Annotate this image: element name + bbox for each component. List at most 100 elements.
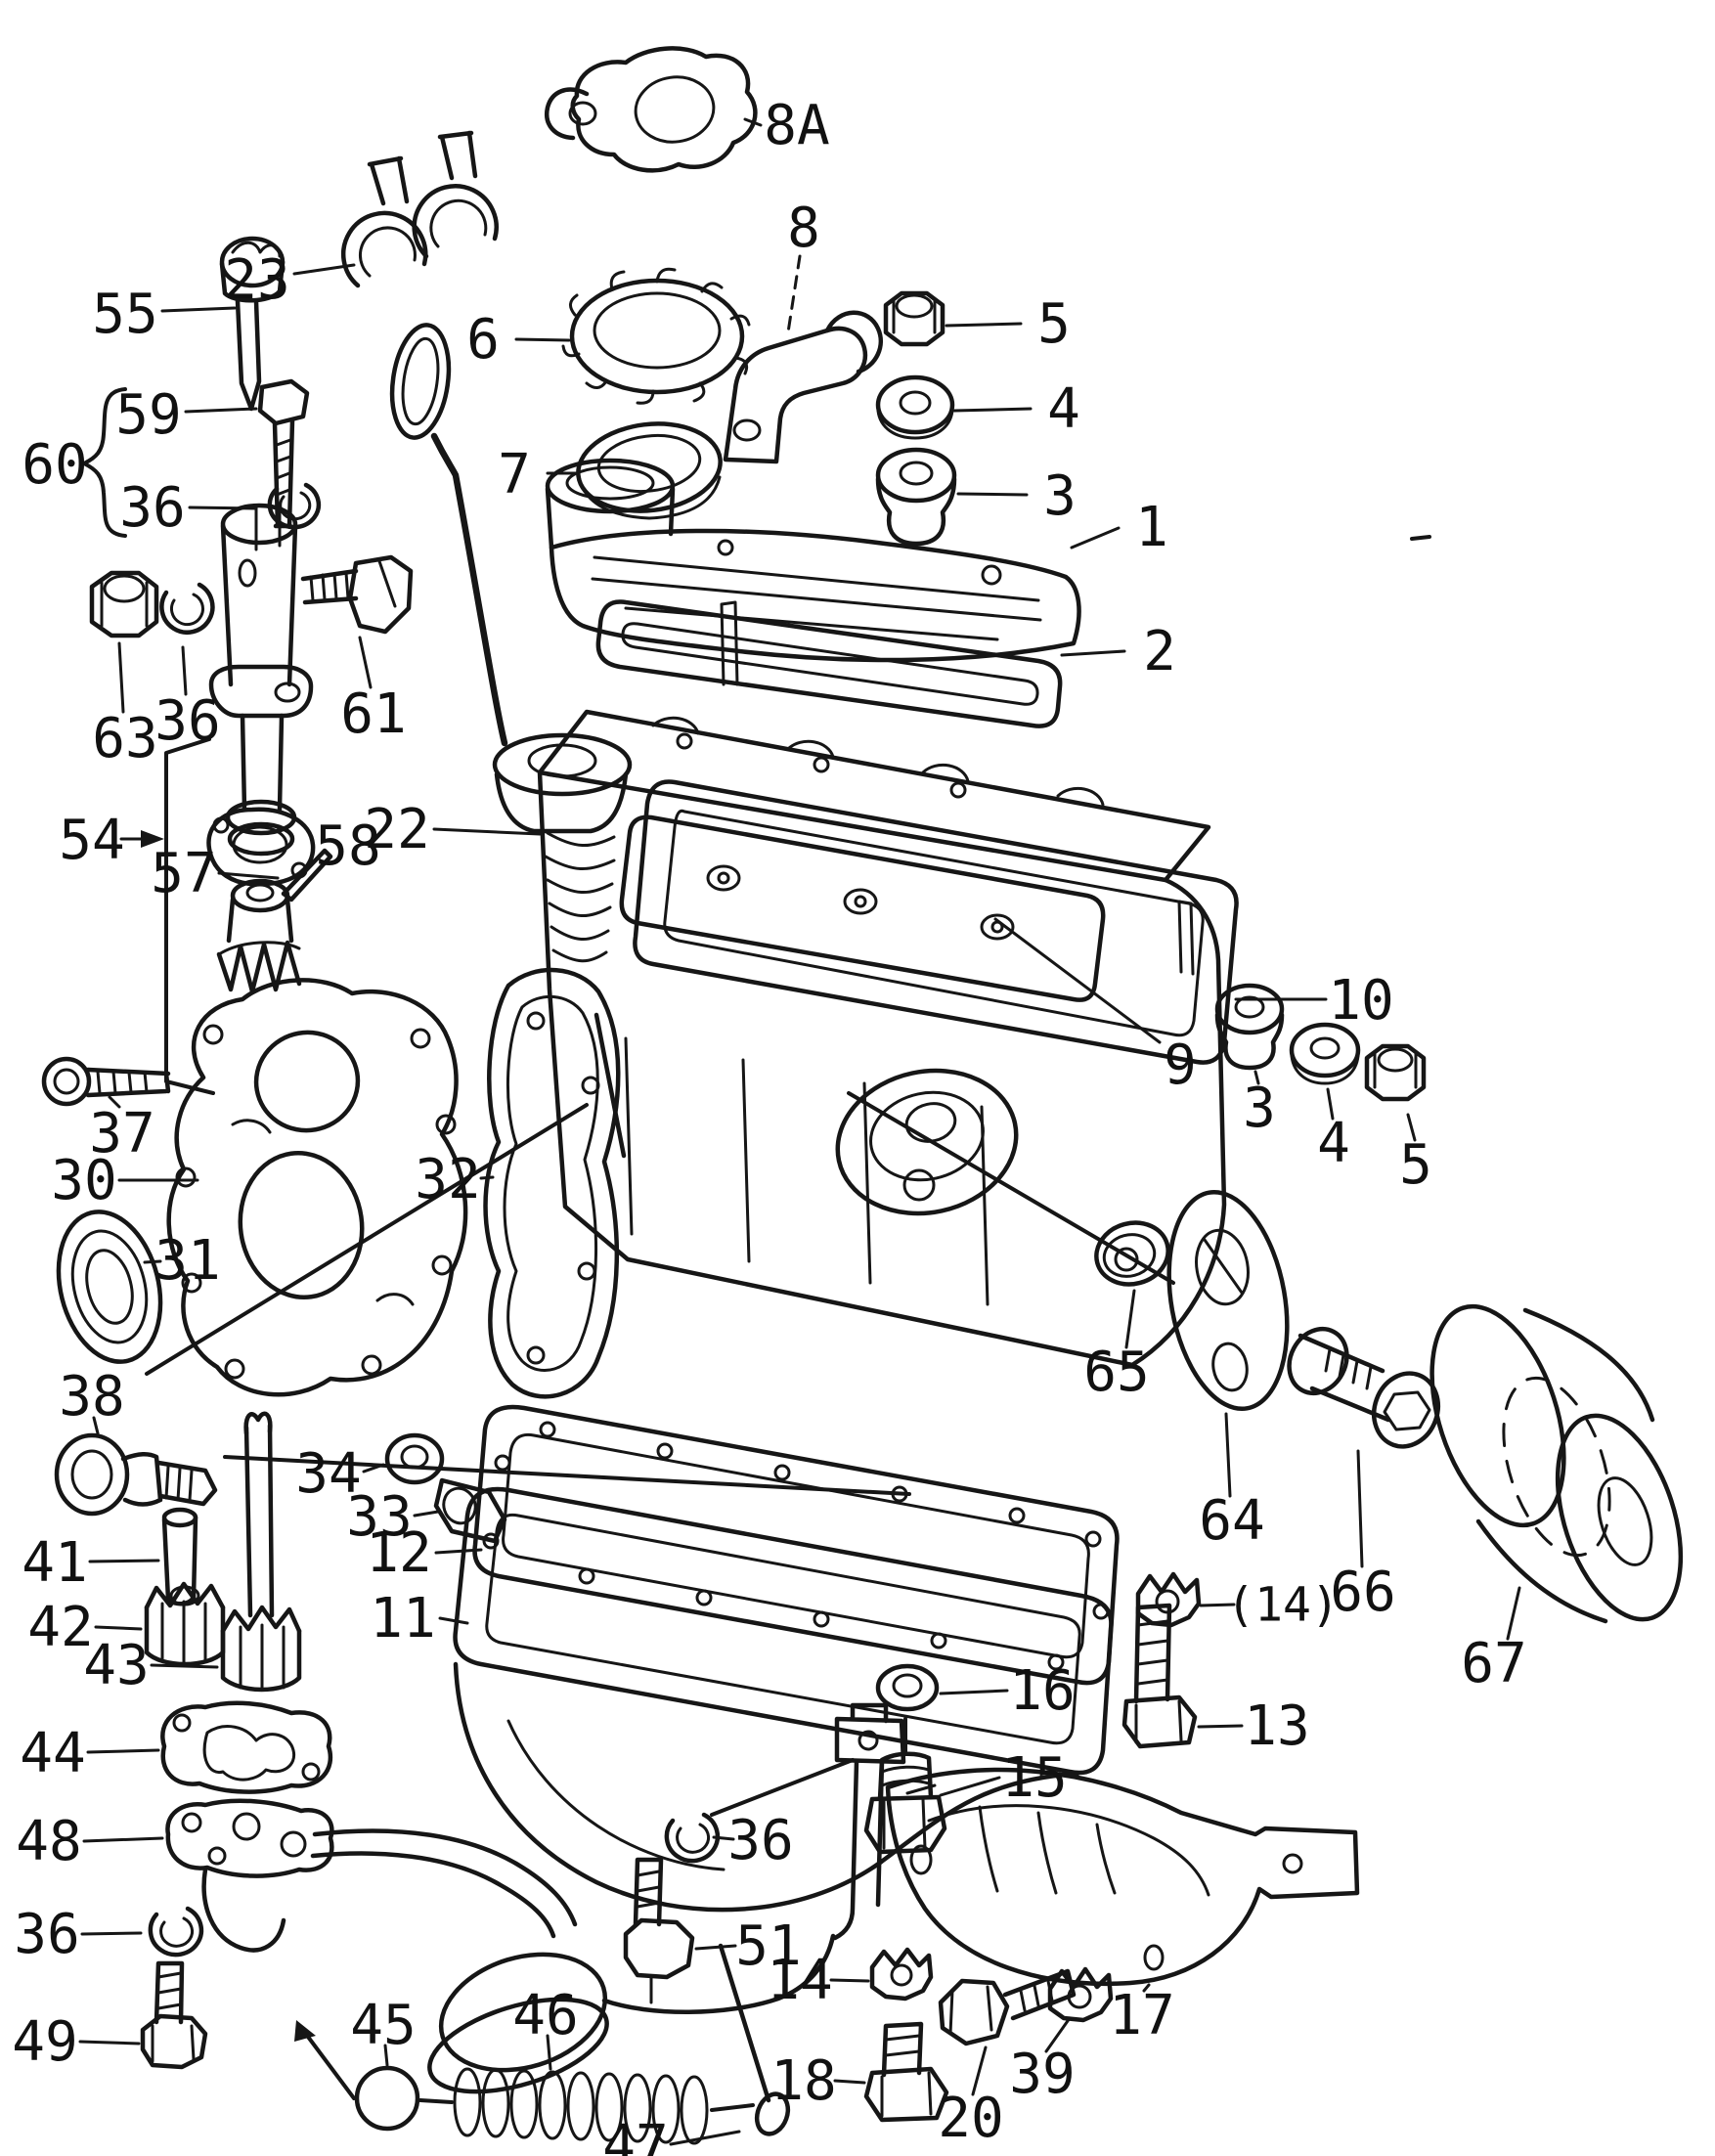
stray-mark (1410, 535, 1431, 541)
part-label-10[interactable]: 10 (1328, 969, 1393, 1033)
part-label-15[interactable]: 15 (1001, 1746, 1067, 1810)
part-label-42[interactable]: 42 (27, 1596, 93, 1659)
nut-5b (1364, 1043, 1427, 1102)
part-label-65[interactable]: 65 (1083, 1341, 1149, 1404)
part-label-63[interactable]: 63 (92, 707, 157, 770)
leader-line-8 (786, 254, 802, 334)
rail-gasket-10 (633, 779, 1239, 1065)
part-label-37[interactable]: 37 (89, 1102, 154, 1166)
part-label-17[interactable]: 17 (1109, 1984, 1174, 2047)
part-label-32[interactable]: 32 (415, 1148, 480, 1211)
part-label-36c[interactable]: 36 (14, 1903, 79, 1966)
part-label-13[interactable]: 13 (1244, 1694, 1309, 1758)
part-label-3b[interactable]: 3 (1243, 1077, 1276, 1140)
leader-line-44 (86, 1748, 160, 1754)
part-label-41[interactable]: 41 (22, 1531, 87, 1595)
part-label-3a[interactable]: 3 (1043, 464, 1077, 528)
part-label-5b[interactable]: 5 (1399, 1133, 1432, 1197)
leader-line-47 (669, 2130, 741, 2146)
part-label-11[interactable]: 11 (370, 1587, 435, 1650)
leader-line-17 (1142, 1983, 1151, 1993)
part-label-1[interactable]: 1 (1135, 496, 1168, 559)
leader-line-42 (94, 1625, 143, 1631)
parts-artwork (41, 46, 1684, 2145)
part-label-66[interactable]: 66 (1330, 1561, 1395, 1624)
leader-line-36d (712, 1835, 735, 1841)
part-label-2[interactable]: 2 (1143, 620, 1176, 683)
part-label-14p[interactable]: (14) (1226, 1577, 1340, 1632)
part-label-54[interactable]: 54 (59, 809, 124, 872)
socket-bolt-37 (41, 1056, 171, 1107)
part-label-33[interactable]: 33 (346, 1485, 412, 1549)
leader-line-45 (383, 2044, 389, 2067)
leader-line-22 (432, 827, 542, 836)
part-label-39[interactable]: 39 (1009, 2043, 1075, 2106)
leader-line-61 (358, 636, 373, 689)
part-label-23[interactable]: 23 (224, 248, 289, 312)
part-label-46[interactable]: 46 (512, 1984, 578, 2047)
part-label-47[interactable]: 47 (602, 2114, 668, 2156)
part-label-36a[interactable]: 36 (119, 476, 185, 540)
leader-line-4a (952, 407, 1033, 413)
leader-line-66 (1356, 1449, 1364, 1568)
leader-line-32 (479, 1175, 495, 1180)
washer-34 (384, 1432, 445, 1485)
part-label-38[interactable]: 38 (59, 1365, 124, 1429)
part-label-61[interactable]: 61 (340, 682, 406, 746)
part-label-8[interactable]: 8 (787, 197, 820, 260)
part-label-14[interactable]: 14 (767, 1949, 832, 2012)
part-label-51[interactable]: 51 (735, 1914, 801, 1978)
crank-seal-31 (56, 1210, 163, 1364)
leader-line-65 (1124, 1289, 1136, 1349)
part-label-20[interactable]: 20 (938, 2087, 1003, 2150)
part-label-44[interactable]: 44 (20, 1722, 85, 1785)
relief-ball-45 (354, 2065, 420, 2132)
part-label-36b[interactable]: 36 (154, 689, 220, 753)
leader-line-48 (82, 1836, 164, 1843)
leader-line-18 (833, 2079, 866, 2085)
part-label-45[interactable]: 45 (350, 1994, 416, 2057)
assembly-arrow-shaft (300, 2027, 356, 2100)
part-label-4a[interactable]: 4 (1047, 377, 1080, 441)
part-label-7[interactable]: 7 (498, 443, 531, 506)
part-label-30[interactable]: 30 (51, 1149, 116, 1212)
part-label-64[interactable]: 64 (1199, 1489, 1264, 1553)
part-label-49[interactable]: 49 (12, 2010, 77, 2074)
bolt-13 (1121, 1603, 1198, 1749)
leader-line-31 (143, 1259, 162, 1264)
oil-pan-11 (453, 1486, 1114, 1913)
part-label-60[interactable]: 60 (22, 433, 87, 497)
part-label-67[interactable]: 67 (1461, 1632, 1526, 1695)
leader-line-63 (117, 641, 125, 714)
part-label-48[interactable]: 48 (16, 1810, 81, 1873)
part-label-59[interactable]: 59 (115, 383, 181, 447)
part-label-55[interactable]: 55 (92, 283, 157, 346)
leader-line-23 (292, 263, 356, 276)
part-label-5a[interactable]: 5 (1037, 292, 1071, 356)
leader-line-33 (413, 1510, 440, 1518)
part-label-6[interactable]: 6 (466, 308, 500, 372)
part-label-8A[interactable]: 8A (764, 94, 829, 157)
arrowhead-54 (141, 830, 164, 848)
part-label-18[interactable]: 18 (770, 2049, 836, 2113)
part-label-22[interactable]: 22 (364, 798, 429, 861)
leader-line-13 (1197, 1724, 1244, 1729)
assoc-line-cover (145, 1103, 589, 1376)
spring-link-right (710, 2103, 755, 2112)
part-label-34[interactable]: 34 (295, 1442, 361, 1506)
leader-line-2 (1060, 649, 1126, 657)
part-label-31[interactable]: 31 (154, 1229, 220, 1293)
part-label-12[interactable]: 12 (366, 1521, 431, 1585)
part-label-58[interactable]: 58 (315, 814, 380, 878)
part-label-4b[interactable]: 4 (1317, 1112, 1350, 1175)
leader-line-38 (92, 1416, 100, 1435)
cover-gasket (595, 599, 1063, 728)
assoc-line-disc-64 (847, 1091, 1175, 1285)
part-label-57[interactable]: 57 (151, 842, 216, 905)
bolt-20 (938, 1968, 1077, 2046)
part-label-16[interactable]: 16 (1009, 1659, 1075, 1723)
c-washer-36c (148, 1906, 204, 1958)
part-label-43[interactable]: 43 (83, 1634, 149, 1697)
part-label-9[interactable]: 9 (1164, 1034, 1197, 1097)
part-label-36d[interactable]: 36 (727, 1809, 793, 1872)
